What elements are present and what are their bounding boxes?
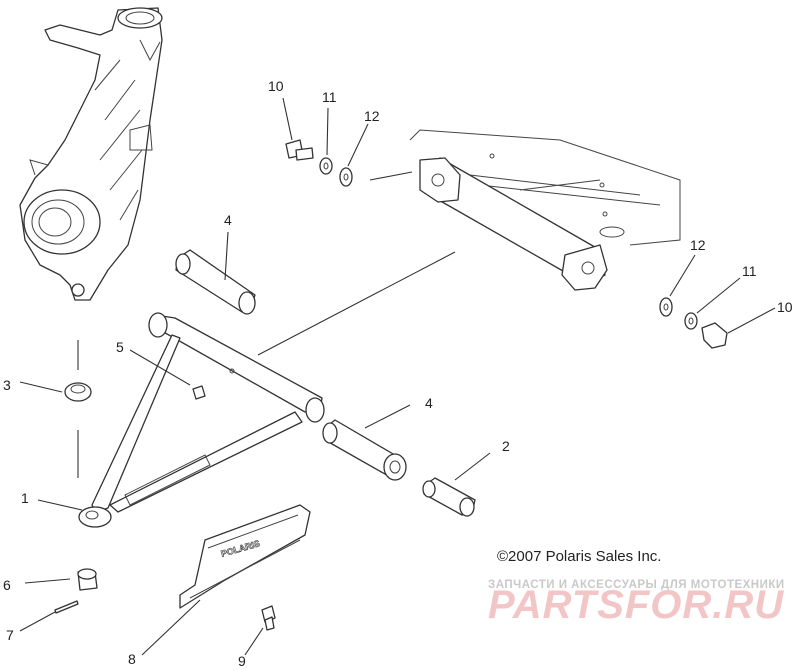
washer-11-lower	[684, 312, 698, 330]
callout-4-upper: 4	[224, 212, 232, 228]
callout-7: 7	[6, 627, 14, 643]
callout-9: 9	[238, 653, 246, 669]
callout-2: 2	[502, 438, 510, 454]
callout-11-upper: 11	[322, 89, 337, 105]
callouts: 1 2 3 4 4 5 6 7 8 9 10 10 11 11 12 12	[3, 78, 793, 669]
steering-knuckle	[19, 7, 163, 301]
bolt-9	[261, 605, 276, 631]
watermark-tagline: ЗАПЧАСТИ И АКСЕССУАРЫ ДЛЯ МОТОТЕХНИКИ	[488, 579, 785, 591]
bolt-10-lower	[701, 322, 728, 349]
callout-11-lower: 11	[742, 263, 757, 279]
washer-12-lower	[659, 297, 673, 317]
callout-12-upper: 12	[364, 108, 380, 124]
washer-11-upper	[319, 157, 333, 175]
castle-nut	[77, 568, 98, 591]
watermark: ЗАПЧАСТИ И АКСЕССУАРЫ ДЛЯ МОТОТЕХНИКИ PA…	[488, 579, 785, 627]
callout-10-lower: 10	[777, 299, 793, 315]
ball-joint-boot	[64, 382, 92, 402]
callout-6: 6	[3, 577, 11, 593]
bushing	[422, 477, 476, 517]
frame-mount	[409, 129, 681, 291]
callout-5: 5	[116, 339, 124, 355]
callout-8: 8	[128, 651, 136, 667]
pivot-tube-lower	[322, 419, 407, 481]
leader-lines	[19, 97, 776, 656]
pivot-tube-upper	[175, 249, 256, 315]
a-arm	[78, 312, 325, 528]
cotter-pin	[54, 600, 79, 614]
grease-fitting	[192, 385, 206, 400]
washer-12-upper	[339, 167, 353, 187]
callout-10-upper: 10	[268, 78, 284, 94]
callout-1: 1	[21, 490, 29, 506]
skid-plate: POLARIS	[179, 504, 311, 609]
bolt-10-upper	[285, 139, 314, 161]
callout-4-lower: 4	[425, 395, 433, 411]
callout-12-lower: 12	[690, 237, 706, 253]
callout-3: 3	[3, 377, 11, 393]
copyright-notice: ©2007 Polaris Sales Inc.	[497, 548, 661, 565]
assembly-lines	[77, 171, 456, 478]
watermark-logo: PARTSFOR.RU	[488, 583, 784, 627]
